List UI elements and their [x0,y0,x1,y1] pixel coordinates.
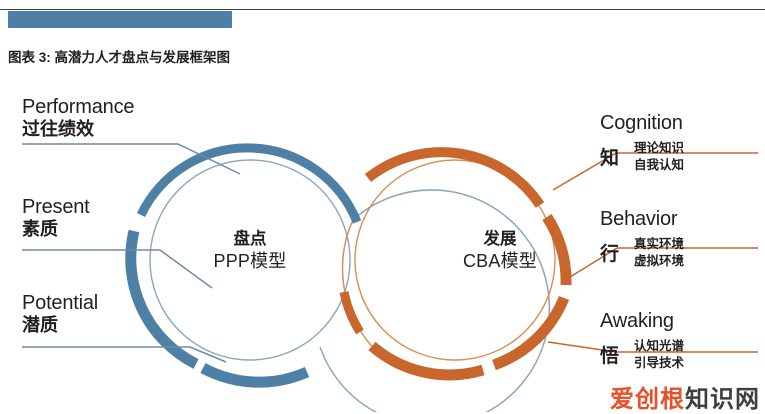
label-cognition-detail-line2: 自我认知 [634,157,685,172]
rings-illustration [22,143,758,412]
label-cognition-glyph: 知 [600,148,620,169]
blue-thin-arc [319,189,551,412]
connector-performance [22,143,241,175]
blue-arc-segment-top [136,143,362,224]
connector-behavior [561,247,758,283]
left-ring-caption: 盘点 PPP模型 [180,229,320,272]
label-present-en: Present [22,196,90,218]
blue-inner-circle-outline [149,159,351,361]
site-watermark: 爱创根知识网 [610,379,760,414]
label-cognition-sub: 知 理论知识 自我认知 [600,140,765,173]
label-performance-en: Performance [22,96,135,118]
label-behavior: Behavior 行 真实环境 虚拟环境 [600,208,765,269]
label-behavior-detail-line1: 真实环境 [634,237,685,251]
label-potential-en: Potential [22,292,99,314]
right-ring-caption-cn: 发展 [483,230,517,248]
blue-ring-group [125,143,551,412]
watermark-part1: 爱创根 [610,386,685,413]
orange-ring-group [339,147,572,381]
label-awaking-detail-line1: 认知光谱 [634,339,685,353]
page-title: 图表 3: 高潜力人才盘点与发展框架图 [8,50,231,65]
label-behavior-en: Behavior [600,208,678,230]
label-cognition-en: Cognition [600,112,683,134]
label-behavior-detail-line2: 虚拟环境 [634,253,685,268]
label-potential-cn: 潜质 [22,315,58,336]
connector-awaking [547,341,758,353]
label-awaking-sub: 悟 认知光谱 引导技术 [600,338,765,371]
orange-arc-segment-right-lower [492,295,570,371]
orange-arc-segment-bottom [368,341,485,381]
label-awaking-detail: 认知光谱 引导技术 [634,338,684,371]
label-cognition-detail: 理论知识 自我认知 [634,140,684,173]
watermark-part2: 知识网 [685,386,760,413]
connector-potential [22,346,227,363]
label-awaking-detail-line2: 引导技术 [634,355,685,370]
right-ring-caption-model: CBA模型 [462,250,537,271]
label-behavior-sub: 行 真实环境 虚拟环境 [600,236,765,269]
label-behavior-glyph: 行 [600,244,620,265]
label-behavior-detail: 真实环境 虚拟环境 [634,236,684,269]
right-ring-caption: 发展 CBA模型 [425,229,575,272]
label-performance-cn: 过往绩效 [22,119,94,140]
label-awaking-en: Awaking [600,310,674,332]
left-ring-caption-cn: 盘点 [233,230,267,248]
orange-thin-arc [341,221,391,364]
left-ring-caption-model: PPP模型 [213,250,287,271]
label-awaking: Awaking 悟 认知光谱 引导技术 [600,310,765,371]
blue-arc-segment-left [125,229,199,369]
orange-arc-segment-top [364,147,545,208]
blue-arc-segment-bottom [200,363,310,388]
framework-diagram: 盘点 PPP模型 发展 CBA模型 Performance 过往绩效 Prese… [0,70,765,412]
connector-cognition [552,152,758,191]
label-cognition: Cognition 知 理论知识 自我认知 [600,112,765,173]
header-accent-bar [8,11,232,28]
label-cognition-detail-line1: 理论知识 [634,141,685,155]
label-present-cn: 素质 [22,219,58,240]
left-connectors [22,143,241,363]
orange-arc-segment-bottom-left [339,290,364,335]
top-rule [0,9,765,10]
orange-inner-circle-outline [354,159,556,361]
label-potential: Potential 潜质 [22,292,212,337]
connector-present [22,249,213,289]
label-performance: Performance 过往绩效 [22,96,212,141]
label-present: Present 素质 [22,196,212,241]
right-connectors [547,152,758,353]
label-awaking-glyph: 悟 [600,346,620,367]
